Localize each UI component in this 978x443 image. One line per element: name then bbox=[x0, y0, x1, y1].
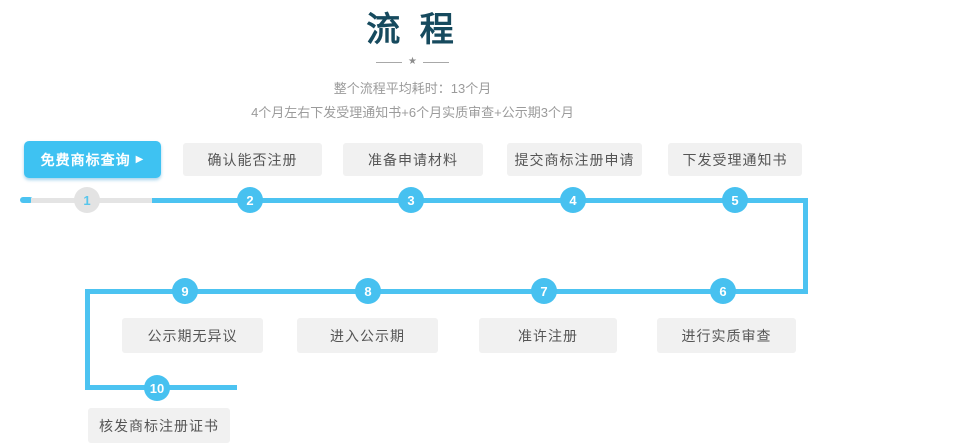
step-dot-4: 4 bbox=[560, 187, 586, 213]
step-label-substantive-review: 进行实质审查 bbox=[657, 318, 796, 353]
step-dot-10: 10 bbox=[144, 375, 170, 401]
step-label-submit-application: 提交商标注册申请 bbox=[507, 143, 642, 176]
step-label-issue-certificate: 核发商标注册证书 bbox=[88, 408, 230, 443]
subtitle-total-duration: 整个流程平均耗时：13个月 bbox=[333, 81, 492, 96]
step-label-prepare-materials: 准备申请材料 bbox=[343, 143, 483, 176]
step-dot-5: 5 bbox=[722, 187, 748, 213]
step-dot-1: 1 bbox=[74, 187, 100, 213]
section-header: 流 程 ★ 整个流程平均耗时：13个月 4个月左右下发受理通知书+6个月实质审查… bbox=[0, 0, 825, 119]
subtitle-duration-breakdown: 4个月左右下发受理通知书+6个月实质审查+公示期3个月 bbox=[251, 105, 574, 120]
step-label-confirm-registrable: 确认能否注册 bbox=[183, 143, 322, 176]
timeline-start-dash bbox=[20, 197, 33, 203]
title-divider: ★ bbox=[0, 56, 825, 68]
timeline-row1-line bbox=[152, 198, 808, 203]
step-dot-3: 3 bbox=[398, 187, 424, 213]
step-dot-6: 6 bbox=[710, 278, 736, 304]
timeline-left-vertical-line bbox=[85, 289, 90, 390]
step-label-approve-registration: 准许注册 bbox=[479, 318, 617, 353]
play-arrow-icon: ▶ bbox=[135, 154, 145, 165]
step-label-acceptance-notice: 下发受理通知书 bbox=[668, 143, 802, 176]
step-label-no-objection: 公示期无异议 bbox=[122, 318, 263, 353]
step-dot-2: 2 bbox=[237, 187, 263, 213]
step-dot-7: 7 bbox=[531, 278, 557, 304]
timeline-right-vertical-line bbox=[803, 198, 808, 294]
step-label-publication-period: 进入公示期 bbox=[297, 318, 438, 353]
timeline-row2-line bbox=[85, 289, 808, 294]
divider-line-left bbox=[376, 61, 403, 63]
free-trademark-search-button[interactable]: 免费商标查询 ▶ bbox=[24, 141, 161, 178]
star-icon: ★ bbox=[408, 56, 417, 67]
page-title: 流 程 bbox=[366, 11, 459, 49]
step-dot-9: 9 bbox=[172, 278, 198, 304]
step-dot-8: 8 bbox=[355, 278, 381, 304]
cta-label: 免费商标查询 bbox=[40, 151, 131, 168]
divider-line-right bbox=[422, 61, 449, 63]
